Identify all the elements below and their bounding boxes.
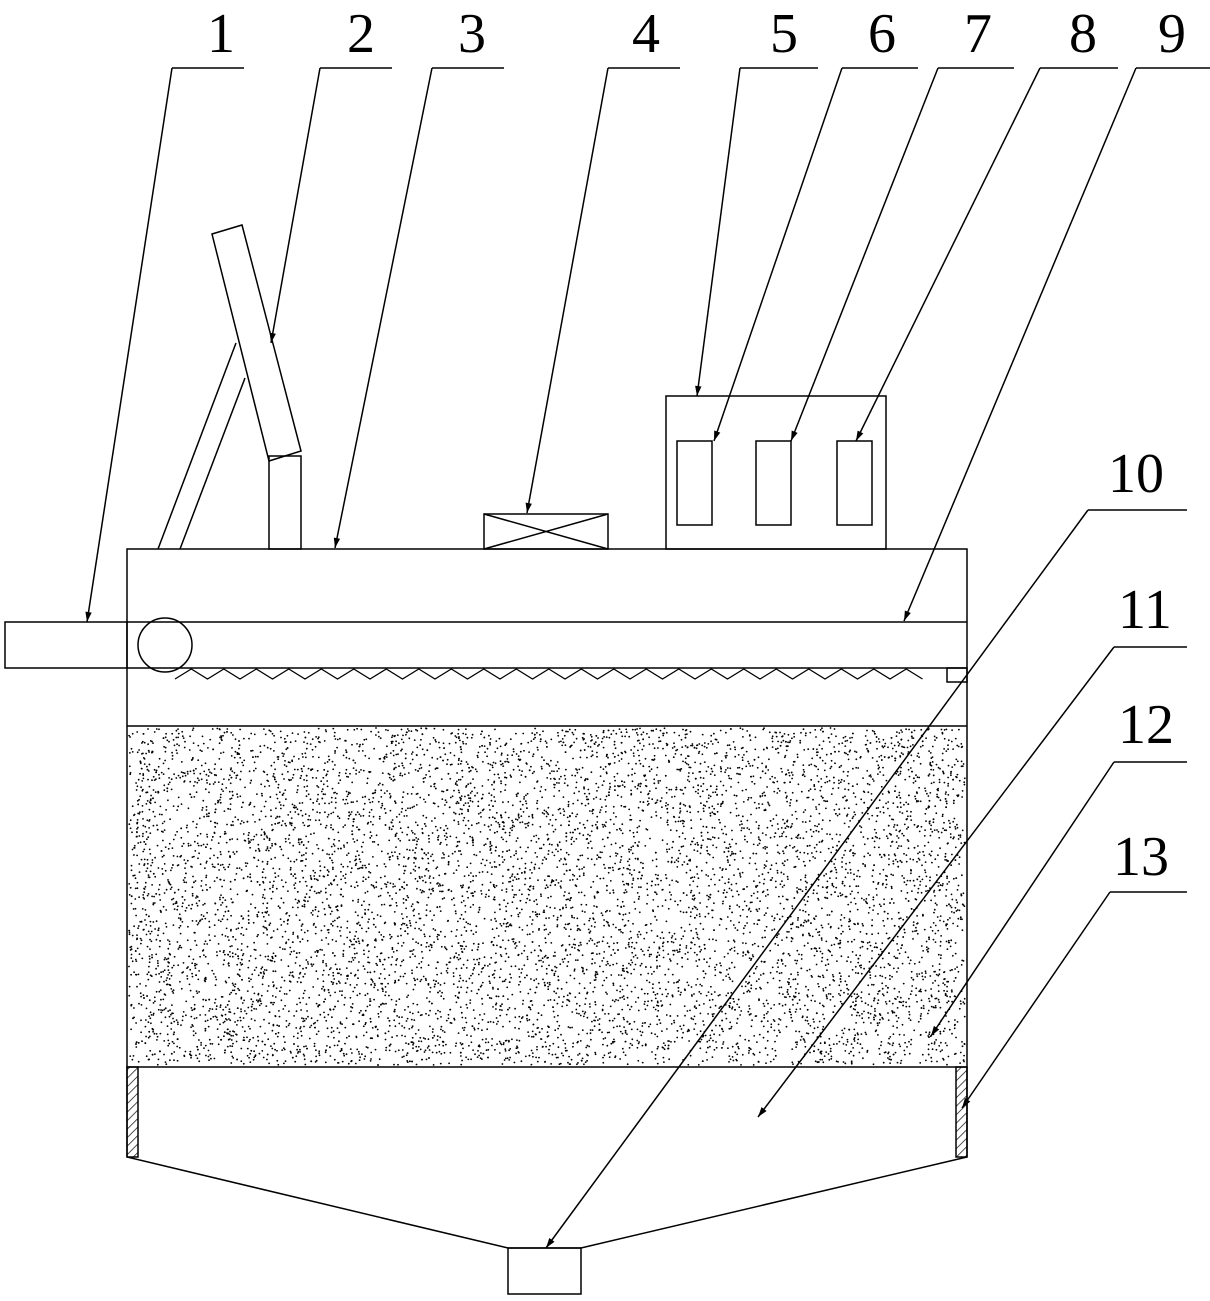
leader-lines xyxy=(86,67,1210,1249)
handle-2 xyxy=(211,224,302,462)
filter-media-speckle xyxy=(128,727,966,1066)
leader-7-stem xyxy=(790,67,939,442)
label-6: 6 xyxy=(868,3,896,65)
handle-brace-outer xyxy=(157,342,237,550)
leader-6-stem xyxy=(713,67,843,442)
leader-12-stem xyxy=(930,761,1115,1037)
side-wall-right-13 xyxy=(955,1066,968,1158)
arrowhead-2 xyxy=(269,332,276,343)
leader-9-stem xyxy=(903,67,1137,622)
valve-cross-b xyxy=(483,513,609,550)
label-4: 4 xyxy=(632,3,660,65)
funnel xyxy=(126,1156,968,1249)
label-9: 9 xyxy=(1158,3,1186,65)
label-5: 5 xyxy=(770,3,798,65)
leader-1-stem xyxy=(86,67,173,623)
leader-2-stem xyxy=(270,67,321,344)
label-13: 13 xyxy=(1113,826,1169,888)
side-wall-left-13 xyxy=(126,1066,139,1158)
inlet-pipe-1 xyxy=(4,621,128,669)
spray-nozzles xyxy=(174,668,923,680)
arrowhead-5 xyxy=(695,385,702,396)
arrowhead-7 xyxy=(791,430,798,441)
housing-outline xyxy=(126,548,968,1068)
label-8: 8 xyxy=(1069,3,1097,65)
leader-11-stem xyxy=(757,646,1115,1118)
leader-arrowheads xyxy=(85,332,971,1248)
label-2: 2 xyxy=(347,3,375,65)
handle-post xyxy=(268,455,302,550)
leader-3-stem xyxy=(334,67,433,549)
leader-4-stem xyxy=(526,67,609,514)
arrowhead-12 xyxy=(931,1025,940,1036)
handle-brace-inner xyxy=(179,377,246,550)
arrowhead-11 xyxy=(758,1107,767,1117)
control-box-5 xyxy=(665,395,887,550)
leader-13-stem xyxy=(961,891,1111,1109)
leader-8-stem xyxy=(855,67,1041,442)
arrowhead-10 xyxy=(546,1238,555,1248)
valve-4 xyxy=(483,513,609,550)
outlet-10 xyxy=(507,1247,582,1295)
arrowhead-1 xyxy=(85,611,92,622)
indicator-8 xyxy=(836,440,873,526)
label-7: 7 xyxy=(964,3,992,65)
arrowhead-13 xyxy=(962,1097,971,1108)
label-10: 10 xyxy=(1108,443,1164,505)
indicator-7 xyxy=(755,440,792,526)
inlet-joint xyxy=(137,617,193,673)
arrowhead-4 xyxy=(525,502,532,513)
label-12: 12 xyxy=(1118,694,1174,756)
arrowhead-6 xyxy=(714,430,721,441)
leader-5-stem xyxy=(696,67,741,397)
label-11: 11 xyxy=(1118,579,1172,641)
leader-10-stem xyxy=(545,509,1089,1249)
arrowhead-9 xyxy=(904,610,911,621)
arrowhead-3 xyxy=(333,537,341,548)
label-3: 3 xyxy=(458,3,486,65)
arrowhead-8 xyxy=(856,430,864,441)
label-1: 1 xyxy=(207,3,235,65)
indicator-6 xyxy=(676,440,713,526)
